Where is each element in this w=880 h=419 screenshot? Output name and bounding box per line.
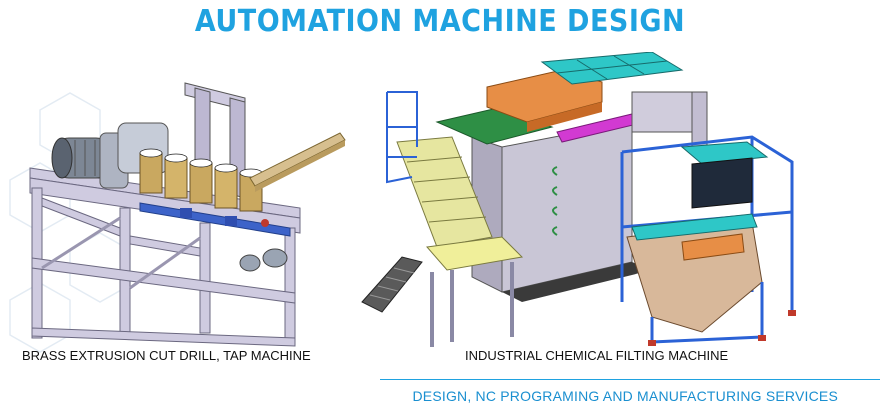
cut-drill-tap-machine-illustration [29,82,346,347]
page-title: AUTOMATION MACHINE DESIGN [194,4,686,39]
right-machine-caption: INDUSTRIAL CHEMICAL FILTING MACHINE [465,348,729,363]
left-machine-caption: BRASS EXTRUSION CUT DRILL, TAP MACHINE [22,348,311,363]
footer-tagline: DESIGN, NC PROGRAMING AND MANUFACTURING … [412,388,838,404]
chemical-filting-machine-illustration [361,52,796,347]
footer-divider [380,379,880,380]
